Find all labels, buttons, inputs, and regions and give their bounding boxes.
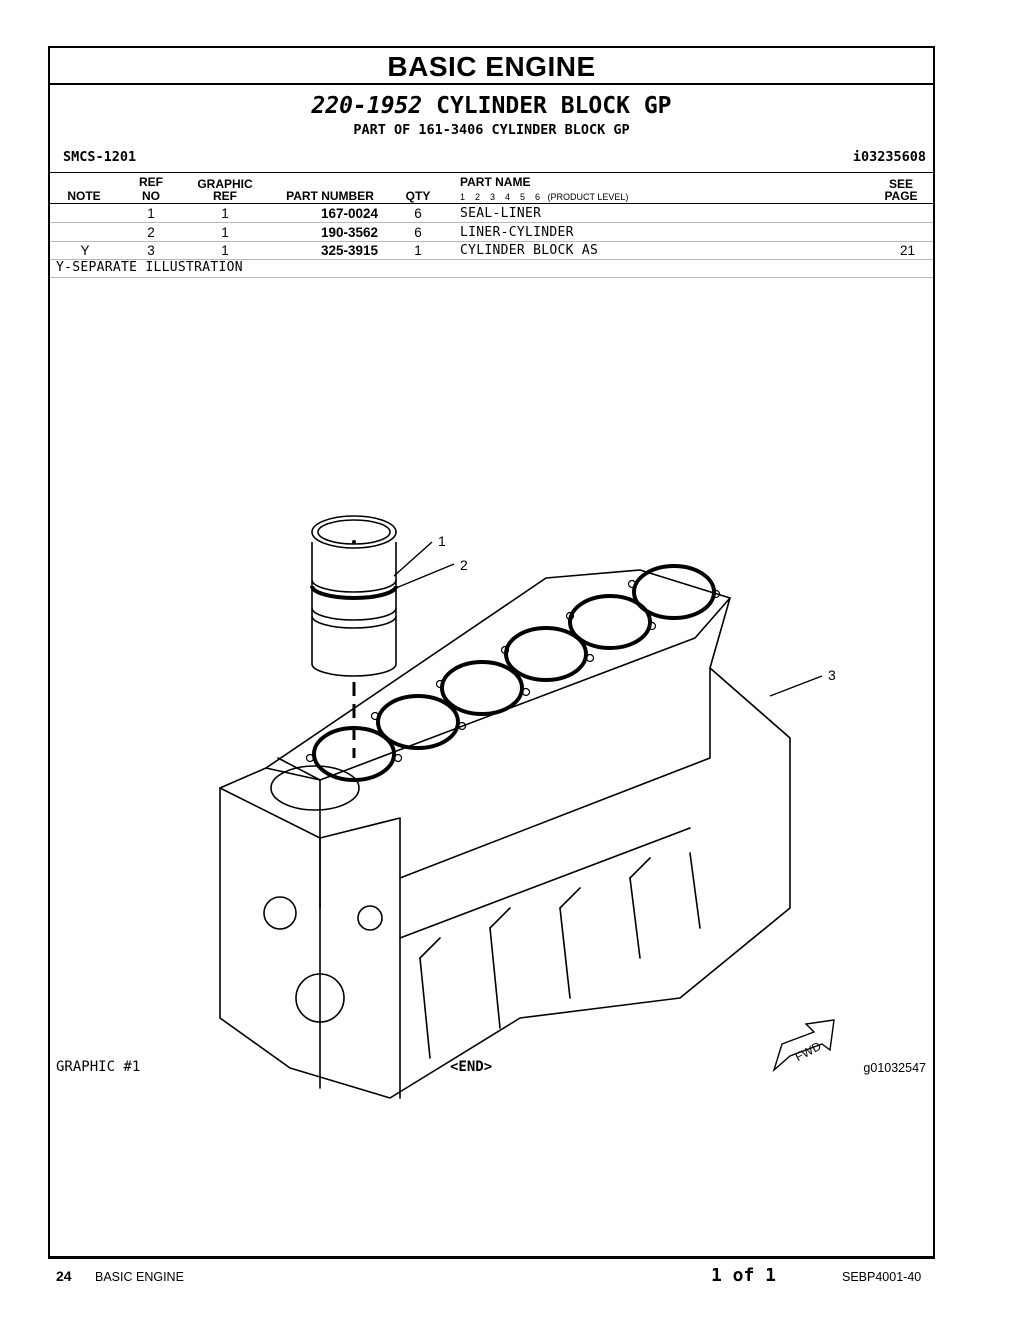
end-marker: <END> xyxy=(450,1059,493,1075)
footer-section: BASIC ENGINE xyxy=(95,1270,184,1284)
footnote-divider xyxy=(50,277,933,278)
graphic-label: GRAPHIC #1 xyxy=(56,1059,141,1075)
cell-ref-no: 1 xyxy=(147,206,155,221)
cell-ref-no: 3 xyxy=(147,243,155,258)
table-row: Y 3 1 325-3915 1 CYLINDER BLOCK AS 21 xyxy=(50,242,933,260)
cell-qty: 6 xyxy=(414,225,422,240)
cylinder-block-illustration: 1 2 3 FWD xyxy=(219,515,836,1099)
cell-part-number: 167-0024 xyxy=(320,206,378,221)
callout-3: 3 xyxy=(828,667,836,683)
footer-page-number: 24 xyxy=(56,1268,72,1284)
col-product-level: 1 2 3 4 5 6 (PRODUCT LEVEL) xyxy=(460,192,629,202)
group-number: 220-1952 xyxy=(311,93,423,119)
cell-ref-no: 2 xyxy=(147,225,155,240)
callout-1: 1 xyxy=(438,533,446,549)
cell-qty: 6 xyxy=(414,206,422,221)
col-see-page-bottom: PAGE xyxy=(884,189,918,203)
cell-part-number: 325-3915 xyxy=(320,243,378,258)
fwd-arrow-icon: FWD xyxy=(772,1019,835,1073)
cell-graphic-ref: 1 xyxy=(221,225,229,240)
col-part-number: PART NUMBER xyxy=(286,189,374,203)
footer-page-of: 1 of 1 xyxy=(711,1265,777,1286)
footer-doc-number: SEBP4001-40 xyxy=(842,1270,922,1284)
callout-2: 2 xyxy=(460,557,468,573)
group-name: CYLINDER BLOCK GP xyxy=(436,93,672,119)
parts-table-header: NOTE REF NO GRAPHIC REF PART NUMBER QTY … xyxy=(50,172,933,204)
cell-part-name: LINER-CYLINDER xyxy=(460,225,574,240)
table-row: 2 1 190-3562 6 LINER-CYLINDER xyxy=(50,224,933,242)
cell-note: Y xyxy=(80,243,90,258)
page-frame: BASIC ENGINE 220-1952 CYLINDER BLOCK GP … xyxy=(48,46,935,1259)
cell-qty: 1 xyxy=(414,243,422,258)
col-graphic-ref-bottom: REF xyxy=(213,189,237,203)
graphic-number: g01032547 xyxy=(863,1061,926,1075)
cell-graphic-ref: 1 xyxy=(221,206,229,221)
col-graphic-ref-top: GRAPHIC xyxy=(197,177,253,191)
col-qty: QTY xyxy=(405,189,431,203)
cell-part-name: SEAL-LINER xyxy=(460,206,542,221)
group-title: 220-1952 CYLINDER BLOCK GP xyxy=(50,92,933,120)
cell-see-page: 21 xyxy=(899,243,915,258)
section-title: BASIC ENGINE xyxy=(50,48,933,85)
table-row: 1 1 167-0024 6 SEAL-LINER xyxy=(50,205,933,223)
cell-part-name: CYLINDER BLOCK AS xyxy=(460,243,599,258)
col-ref-no-bottom: NO xyxy=(142,189,160,203)
part-of-line: PART OF 161-3406 CYLINDER BLOCK GP xyxy=(353,122,630,138)
col-part-name: PART NAME xyxy=(460,175,531,189)
col-note: NOTE xyxy=(67,189,101,203)
col-ref-no-top: REF xyxy=(139,175,163,189)
smcs-code: SMCS-1201 xyxy=(63,149,137,165)
footnote: Y-SEPARATE ILLUSTRATION xyxy=(56,260,243,275)
cell-graphic-ref: 1 xyxy=(221,243,229,258)
col-see-page-top: SEE xyxy=(888,177,913,191)
cell-part-number: 190-3562 xyxy=(320,225,378,240)
info-number: i03235608 xyxy=(852,149,926,165)
